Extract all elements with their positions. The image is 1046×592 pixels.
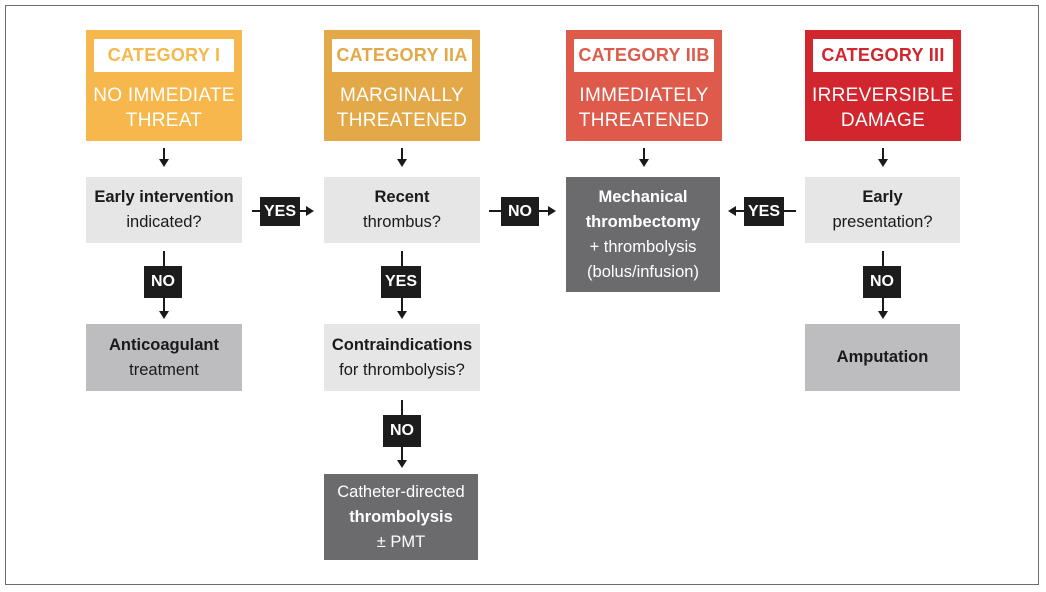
no-label-col1: NO (144, 266, 182, 298)
arrowhead-to-recent-thrombus (306, 206, 314, 216)
arrowhead-from-early-presentation (728, 206, 736, 216)
category-iia-description: MARGINALLY THREATENED (336, 85, 468, 131)
arrowhead-to-amputation (878, 311, 888, 319)
category-iii-box: CATEGORY III IRREVERSIBLE DAMAGE (805, 30, 961, 141)
arrowhead-to-catheter (397, 460, 407, 468)
arrowhead-to-anticoagulant (159, 311, 169, 319)
arrow-cat-iii-down (882, 148, 884, 160)
arrow-cat-iib-down (643, 148, 645, 160)
category-i-box: CATEGORY I NO IMMEDIATE THREAT (86, 30, 242, 141)
recent-thrombus-node: Recent thrombus? (324, 177, 480, 243)
early-intervention-node: Early intervention indicated? (86, 177, 242, 243)
arrowhead-to-contraindications (397, 311, 407, 319)
category-i-description: NO IMMEDIATE THREAT (93, 85, 235, 131)
category-iib-box: CATEGORY IIB IMMEDIATELY THREATENED (566, 30, 722, 141)
contraindications-node: Contraindications for thrombolysis? (324, 324, 480, 391)
category-iii-description: IRREVERSIBLE DAMAGE (812, 85, 954, 131)
arrowhead-cat-iii (878, 159, 888, 167)
arrowhead-cat-i (159, 159, 169, 167)
yes-label-col2: YES (381, 266, 421, 298)
category-iia-tag: CATEGORY IIA (332, 39, 472, 72)
amputation-node: Amputation (805, 324, 960, 391)
arrowhead-cat-iib (639, 159, 649, 167)
arrow-cat-i-down (163, 148, 165, 160)
category-iib-tag: CATEGORY IIB (574, 39, 714, 72)
category-iii-tag: CATEGORY III (813, 39, 953, 72)
category-iib-description: IMMEDIATELY THREATENED (578, 85, 710, 131)
no-label-col4: NO (863, 266, 901, 298)
yes-label-col4-col3: YES (744, 197, 784, 226)
category-iia-box: CATEGORY IIA MARGINALLY THREATENED (324, 30, 480, 141)
figure-frame (5, 5, 1039, 585)
early-presentation-node: Early presentation? (805, 177, 960, 243)
catheter-directed-node: Catheter-directed thrombolysis ± PMT (324, 474, 478, 560)
arrowhead-to-mechanical (548, 206, 556, 216)
no-label-col2: NO (383, 415, 421, 447)
yes-label-col1-col2: YES (260, 197, 300, 226)
arrow-cat-iia-down (401, 148, 403, 160)
mechanical-thrombectomy-node: Mechanical thrombectomy + thrombolysis (… (566, 177, 720, 292)
no-label-col2-col3: NO (501, 197, 539, 226)
arrowhead-cat-iia (397, 159, 407, 167)
category-i-tag: CATEGORY I (94, 39, 234, 72)
anticoagulant-node: Anticoagulant treatment (86, 324, 242, 391)
